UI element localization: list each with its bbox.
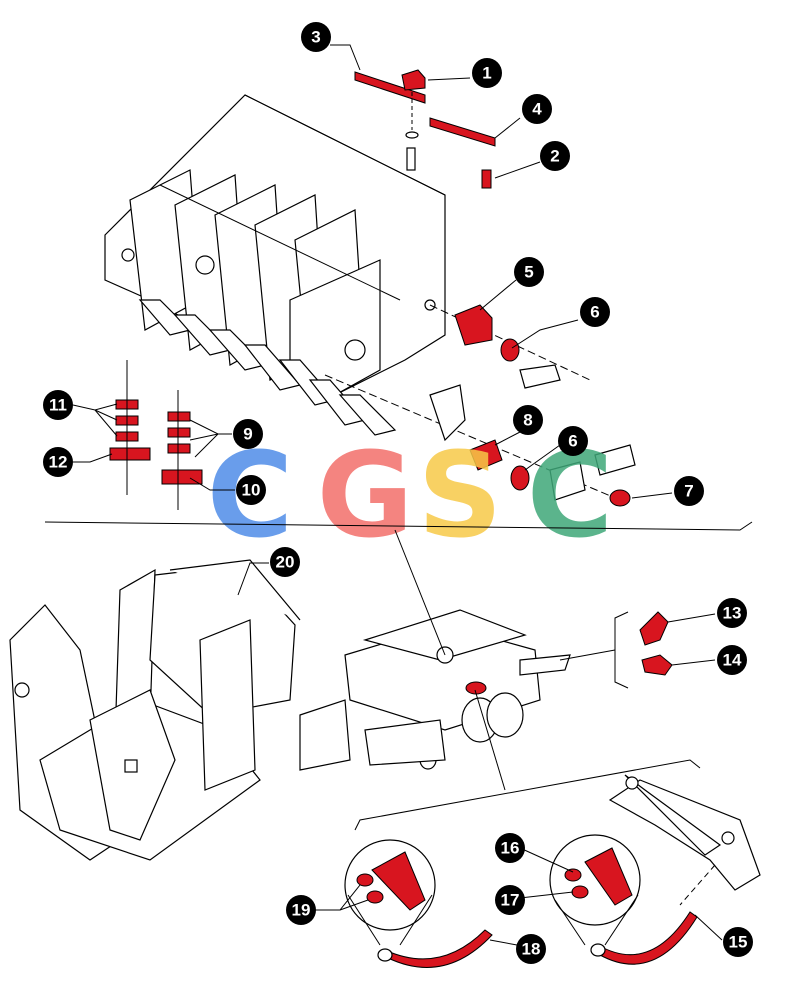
svg-text:17: 17 [501,891,520,910]
baler-machine [299,529,616,791]
svg-text:9: 9 [243,425,252,444]
part-19-bushing-b [366,890,384,904]
shim-stack [109,360,203,510]
svg-text:1: 1 [482,64,491,83]
part-18-tine [384,929,493,968]
callout-7: 7 [674,476,704,506]
svg-text:18: 18 [522,940,541,959]
part-9-shim-a [167,411,191,422]
part-10-plate [161,469,203,485]
svg-text:6: 6 [590,303,599,322]
svg-text:12: 12 [49,453,68,472]
part-9-shim-b [167,427,191,438]
callout-6a: 6 [580,297,610,327]
knotter-frame-assembly [104,94,446,436]
svg-text:16: 16 [501,839,520,858]
part-2-bolt [481,169,492,189]
svg-text:7: 7 [684,482,693,501]
callout-5: 5 [514,257,544,287]
svg-text:20: 20 [276,553,295,572]
watermark-letter-2: G [317,426,414,564]
section-divider [44,521,753,531]
svg-text:11: 11 [49,396,67,415]
part-13-cam [639,611,669,646]
part-6-bearing-lower [510,465,530,491]
svg-text:19: 19 [292,901,311,920]
callout-10: 10 [236,475,266,505]
chamber-frame [9,559,301,861]
callout-14: 14 [717,645,747,675]
leader-lines [72,44,723,946]
callout-17: 17 [495,885,525,915]
callout-16: 16 [495,833,525,863]
bar-assembly [354,69,496,189]
bracket-13-14 [614,611,629,689]
part-1-block [401,69,426,91]
callout-12: 12 [43,447,73,477]
callout-1: 1 [472,58,502,88]
part-19-bushing-a [356,873,374,887]
watermark-letter-3: S [418,426,503,564]
callout-15: 15 [723,927,753,957]
part-7-knob [609,489,631,507]
part-12-plate [109,447,151,461]
callout-20: 20 [270,547,300,577]
svg-text:2: 2 [550,147,559,166]
svg-text:14: 14 [723,651,742,670]
svg-text:3: 3 [311,28,320,47]
part-8-shaft [469,439,503,471]
bracket-15-19 [354,759,701,831]
callouts: 1 2 3 4 5 6 6 7 8 9 10 11 12 13 14 15 16… [43,22,753,964]
callout-6b: 6 [558,426,588,456]
callout-18: 18 [516,934,546,964]
arm-assembly [608,774,761,906]
part-detail-right-arm [584,847,633,906]
detail-left [344,839,493,968]
callout-4: 4 [522,94,552,124]
part-3-bar [354,71,426,104]
callout-13: 13 [717,598,747,628]
part-9-shim-c [167,443,191,454]
part-6-bearing-upper [500,338,520,362]
part-17-bushing [571,885,589,899]
detail-right [549,834,698,965]
svg-text:15: 15 [729,933,748,952]
callout-19: 19 [286,895,316,925]
svg-text:10: 10 [242,481,261,500]
svg-text:4: 4 [532,100,542,119]
callout-9: 9 [233,419,263,449]
svg-text:6: 6 [568,432,577,451]
svg-text:5: 5 [524,263,533,282]
callout-11: 11 [43,390,73,420]
part-14-spring [641,654,673,676]
callout-2: 2 [540,141,570,171]
callout-3: 3 [301,22,331,52]
part-5-shaft [454,304,493,346]
svg-text:8: 8 [523,411,532,430]
shaft-assembly [324,304,636,507]
svg-text:13: 13 [723,604,742,623]
part-16-bushing [564,868,582,882]
watermark: C G S C [207,426,614,564]
part-detail-left-arm [371,851,426,911]
callout-8: 8 [513,405,543,435]
part-4-bar [429,117,496,147]
